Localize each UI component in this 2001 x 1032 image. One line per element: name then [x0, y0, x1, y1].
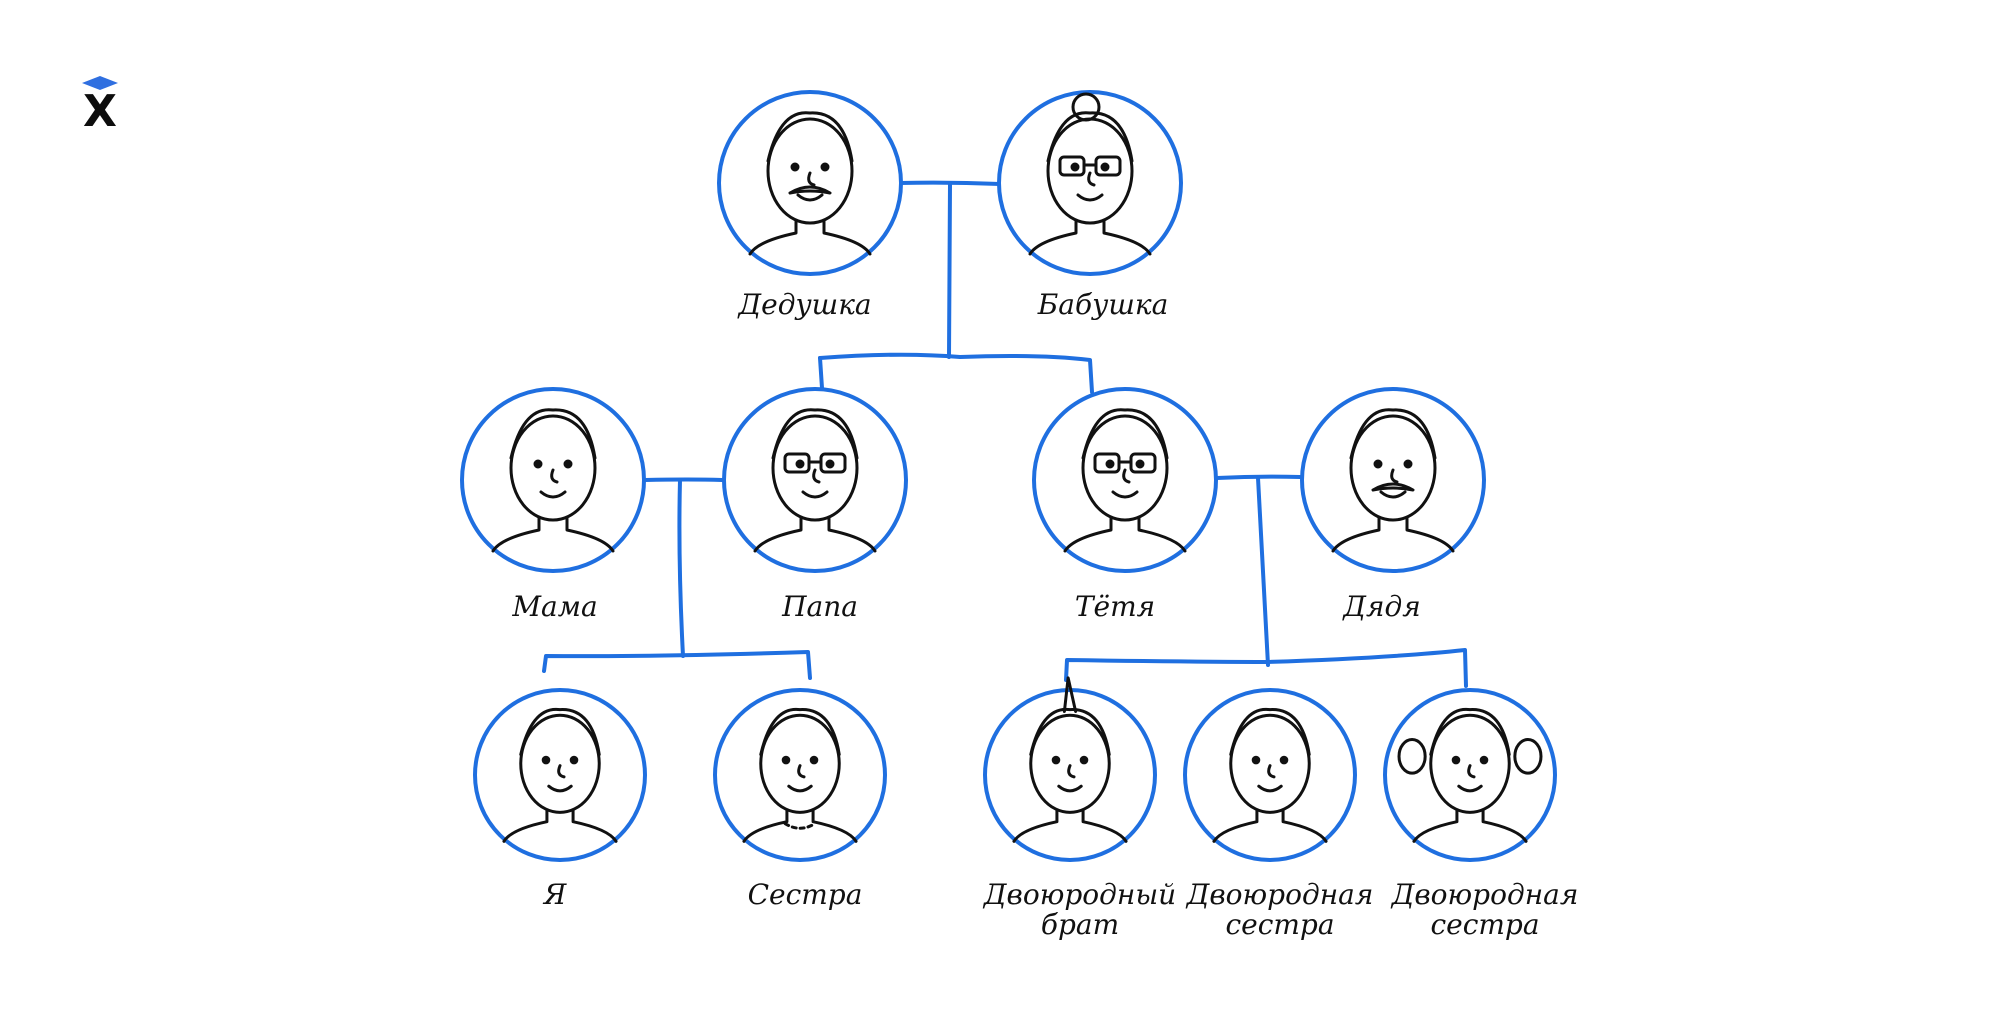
connector-kids-bar — [542, 650, 812, 680]
face-sketch — [1212, 707, 1328, 843]
face-sketch — [742, 707, 858, 843]
label-cousin-brother: Двоюродный брат — [983, 878, 1177, 941]
avatar-dad — [722, 387, 908, 573]
connector-parents — [643, 477, 724, 482]
label-sister: Сестра — [747, 878, 863, 911]
face-sketch — [1063, 408, 1187, 553]
connector-grandparents-drop — [947, 182, 952, 359]
avatar-grandma — [997, 90, 1183, 276]
face-sketch — [1397, 707, 1543, 843]
avatar-sister — [713, 688, 887, 862]
avatar-cousin-brother — [983, 676, 1157, 862]
label-cousin-sister-1: Двоюродная сестра — [1186, 878, 1374, 941]
connector-cousins-bar — [1064, 648, 1468, 688]
connector-dad-up — [818, 356, 824, 390]
face-sketch — [1028, 92, 1152, 256]
avatar-uncle — [1300, 387, 1486, 573]
avatar-mom — [460, 387, 646, 573]
face-sketch — [491, 408, 615, 553]
face-sketch — [502, 707, 618, 843]
logo-cap-icon — [82, 76, 118, 90]
logo: X — [78, 74, 122, 136]
face-sketch — [748, 111, 872, 256]
connector-aunt-uncle-drop — [1256, 476, 1270, 667]
face-sketch — [1012, 676, 1128, 843]
label-uncle: Дядя — [1343, 590, 1421, 623]
face-sketch — [753, 408, 877, 553]
avatar-aunt — [1032, 387, 1218, 573]
avatar-me — [473, 688, 647, 862]
avatar-cousin-sister-2 — [1383, 688, 1557, 862]
avatar-cousin-sister-1 — [1183, 688, 1357, 862]
label-cousin-sister-2: Двоюродная сестра — [1391, 878, 1579, 941]
logo-letter: X — [83, 86, 117, 137]
label-me: Я — [543, 878, 567, 911]
label-grandpa: Дедушка — [738, 288, 872, 321]
label-mom: Мама — [512, 590, 598, 623]
label-aunt: Тётя — [1074, 590, 1156, 623]
avatar-grandpa — [717, 90, 903, 276]
connector-parents-drop — [677, 478, 685, 658]
label-dad: Папа — [782, 590, 858, 623]
label-grandma: Бабушка — [1037, 288, 1169, 321]
face-sketch — [1331, 408, 1455, 553]
connector-children-bar — [818, 352, 1094, 394]
